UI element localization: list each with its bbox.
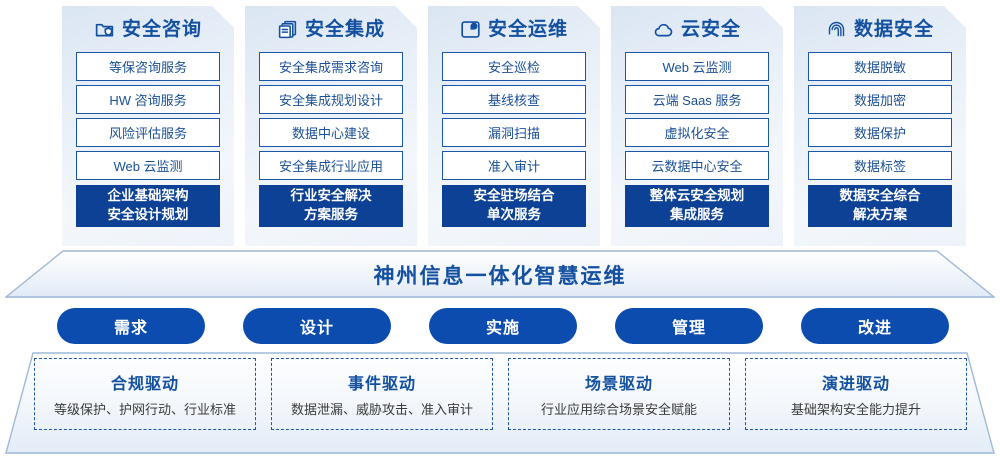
pillar-item[interactable]: 数据中心建设 <box>259 118 403 147</box>
pillar-highlight-line1: 数据安全综合 <box>839 188 921 204</box>
platform-banner-title: 神州信息一体化智慧运维 <box>373 265 627 288</box>
pillar-item[interactable]: 云端 Saas 服务 <box>625 85 769 114</box>
driver-title: 演进驱动 <box>821 376 890 393</box>
pillar-highlight-4[interactable]: 数据安全综合 解决方案 <box>808 185 952 227</box>
pillar-item[interactable]: 数据脱敏 <box>808 52 952 81</box>
pillar-highlight-line1: 企业基础架构 <box>107 188 189 204</box>
pillar-highlight-line1: 行业安全解决 <box>290 188 372 204</box>
pillar-item[interactable]: 基线核查 <box>442 85 586 114</box>
driver-subtitle: 等级保护、护网行动、行业标准 <box>53 402 236 417</box>
driver-card-1[interactable]: 事件驱动 数据泄漏、威胁攻击、准入审计 <box>271 358 493 430</box>
pillar-header-4: 数据安全 <box>794 6 966 52</box>
stacked-documents-icon <box>277 19 298 40</box>
pillar-highlight-line2: 集成服务 <box>670 207 724 222</box>
stage-pill-1[interactable]: 设计 <box>243 308 391 344</box>
pillar-item-list-4: 数据脱敏 数据加密 数据保护 数据标签 数据安全综合 解决方案 <box>794 52 966 227</box>
pillar-card-2[interactable]: 安全运维 安全巡检 基线核查 漏洞扫描 准入审计 安全驻场结合 单次服务 <box>428 6 600 246</box>
pillar-item[interactable]: 云数据中心安全 <box>625 151 769 180</box>
pillar-title-4: 数据安全 <box>853 18 934 40</box>
pillar-item-list-0: 等保咨询服务 HW 咨询服务 风险评估服务 Web 云监测 企业基础架构 安全设… <box>62 52 234 227</box>
pillar-highlight-line2: 方案服务 <box>304 207 358 222</box>
pillar-highlight-0[interactable]: 企业基础架构 安全设计规划 <box>76 185 220 227</box>
pillar-card-0[interactable]: 安全咨询 等保咨询服务 HW 咨询服务 风险评估服务 Web 云监测 企业基础架… <box>62 6 234 246</box>
pillar-item[interactable]: Web 云监测 <box>76 151 220 180</box>
stage-pill-3[interactable]: 管理 <box>615 308 763 344</box>
pillar-item[interactable]: Web 云监测 <box>625 52 769 81</box>
pillar-highlight-line1: 整体云安全规划 <box>649 188 745 204</box>
pillar-item[interactable]: 风险评估服务 <box>76 118 220 147</box>
pillar-highlight-line2: 单次服务 <box>487 207 541 222</box>
pillar-header-0: 安全咨询 <box>62 6 234 52</box>
pillar-title-0: 安全咨询 <box>121 18 202 40</box>
pillar-item-list-2: 安全巡检 基线核查 漏洞扫描 准入审计 安全驻场结合 单次服务 <box>428 52 600 227</box>
driver-title: 合规驱动 <box>110 376 179 393</box>
driver-card-2[interactable]: 场景驱动 行业应用综合场景安全赋能 <box>508 358 730 430</box>
pillar-card-1[interactable]: 安全集成 安全集成需求咨询 安全集成规划设计 数据中心建设 安全集成行业应用 行… <box>245 6 417 246</box>
pillar-item[interactable]: HW 咨询服务 <box>76 85 220 114</box>
pillar-highlight-line2: 安全设计规划 <box>107 207 189 222</box>
pillar-item[interactable]: 等保咨询服务 <box>76 52 220 81</box>
driver-card-0[interactable]: 合规驱动 等级保护、护网行动、行业标准 <box>34 358 256 430</box>
platform-banner: 神州信息一体化智慧运维 <box>5 250 995 298</box>
pillar-item[interactable]: 数据加密 <box>808 85 952 114</box>
pillar-item[interactable]: 安全巡检 <box>442 52 586 81</box>
pillar-card-3[interactable]: 云安全 Web 云监测 云端 Saas 服务 虚拟化安全 云数据中心安全 整体云… <box>611 6 783 246</box>
driver-subtitle: 基础架构安全能力提升 <box>790 402 921 417</box>
pillar-item[interactable]: 虚拟化安全 <box>625 118 769 147</box>
pillar-item[interactable]: 漏洞扫描 <box>442 118 586 147</box>
pillar-highlight-3[interactable]: 整体云安全规划 集成服务 <box>625 185 769 227</box>
dashboard-chart-icon <box>460 19 481 40</box>
pillar-card-4[interactable]: 数据安全 数据脱敏 数据加密 数据保护 数据标签 数据安全综合 解决方案 <box>794 6 966 246</box>
pillar-item-list-3: Web 云监测 云端 Saas 服务 虚拟化安全 云数据中心安全 整体云安全规划… <box>611 52 783 227</box>
pillar-header-3: 云安全 <box>611 6 783 52</box>
drivers-row: 合规驱动 等级保护、护网行动、行业标准 事件驱动 数据泄漏、威胁攻击、准入审计 … <box>0 352 1000 454</box>
pillar-item[interactable]: 数据标签 <box>808 151 952 180</box>
driver-subtitle: 行业应用综合场景安全赋能 <box>540 402 697 417</box>
pillar-highlight-2[interactable]: 安全驻场结合 单次服务 <box>442 185 586 227</box>
stage-pill-0[interactable]: 需求 <box>57 308 205 344</box>
driver-subtitle: 数据泄漏、威胁攻击、准入审计 <box>290 402 473 417</box>
pillar-highlight-line2: 解决方案 <box>853 207 907 222</box>
pillar-header-1: 安全集成 <box>245 6 417 52</box>
pillar-title-3: 云安全 <box>680 18 741 40</box>
pillar-item[interactable]: 数据保护 <box>808 118 952 147</box>
pillar-title-2: 安全运维 <box>487 18 568 40</box>
stage-pill-4[interactable]: 改进 <box>801 308 949 344</box>
fingerprint-icon <box>826 19 847 40</box>
cloud-icon <box>653 19 674 40</box>
pillar-highlight-1[interactable]: 行业安全解决 方案服务 <box>259 185 403 227</box>
pillar-item[interactable]: 安全集成需求咨询 <box>259 52 403 81</box>
pillar-header-2: 安全运维 <box>428 6 600 52</box>
driver-title: 场景驱动 <box>584 376 653 393</box>
driver-card-3[interactable]: 演进驱动 基础架构安全能力提升 <box>745 358 967 430</box>
pillar-item[interactable]: 安全集成规划设计 <box>259 85 403 114</box>
pillar-item[interactable]: 准入审计 <box>442 151 586 180</box>
pillar-highlight-line1: 安全驻场结合 <box>473 188 555 204</box>
pillar-title-1: 安全集成 <box>304 18 385 40</box>
pillar-item-list-1: 安全集成需求咨询 安全集成规划设计 数据中心建设 安全集成行业应用 行业安全解决… <box>245 52 417 227</box>
stage-pill-row: 需求 设计 实施 管理 改进 <box>0 308 1000 344</box>
pillar-item[interactable]: 安全集成行业应用 <box>259 151 403 180</box>
folder-shield-icon <box>94 19 115 40</box>
stage-pill-2[interactable]: 实施 <box>429 308 577 344</box>
driver-title: 事件驱动 <box>347 376 416 393</box>
pillar-columns: 安全咨询 等保咨询服务 HW 咨询服务 风险评估服务 Web 云监测 企业基础架… <box>0 0 1000 252</box>
